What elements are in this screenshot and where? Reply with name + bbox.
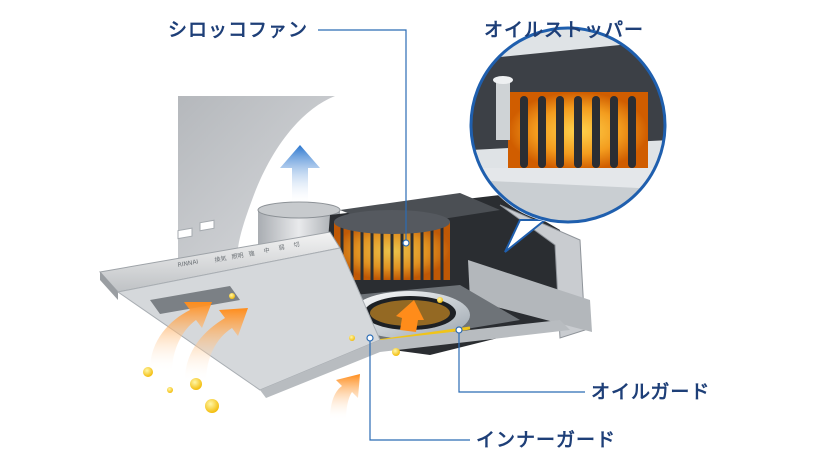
control-brand: RINNAI	[177, 258, 199, 269]
label-inner-guard: インナーガード	[476, 429, 617, 451]
wall-backdrop	[178, 96, 335, 262]
control-button-5: 弱	[278, 244, 285, 252]
leader-oil-guard	[458, 330, 585, 393]
intake-arrows	[150, 300, 424, 420]
intake-arrow-4	[396, 300, 424, 332]
sirocco-fan	[334, 210, 450, 284]
leader-inner-guard-dot	[366, 334, 374, 342]
zoom-pointer	[504, 219, 548, 253]
label-oil-stopper: オイルストッパー	[484, 19, 645, 41]
control-button-4: 中	[263, 246, 270, 255]
side-plate-lower	[468, 260, 592, 332]
label-oil-guard: オイルガード	[591, 381, 711, 403]
intake-arrow-3	[330, 374, 360, 420]
exhaust-arrow	[280, 145, 320, 205]
bottom-tray-rim	[260, 320, 570, 398]
control-buttons	[177, 219, 215, 240]
oil-stopper-zoom	[469, 26, 667, 253]
leader-inner-guard	[369, 338, 470, 441]
control-button-6: 切	[293, 241, 300, 249]
front-lip	[100, 272, 118, 300]
intake-arrow-2	[185, 308, 248, 382]
leader-lines	[318, 29, 585, 441]
leader-sirocco-fan-dot	[402, 239, 410, 247]
control-button-2: 照明	[231, 252, 244, 261]
label-sirocco-fan: シロッコファン	[168, 19, 309, 41]
leader-sirocco-fan	[318, 29, 407, 243]
control-button-3: 強	[248, 249, 255, 258]
grease-droplets	[143, 293, 443, 413]
leader-oil-guard-dot	[455, 326, 463, 334]
control-button-1: 換気	[214, 254, 227, 264]
intake-arrow-1	[150, 302, 212, 372]
control-button-labels: 換気 照明 強 中 弱 切	[214, 241, 300, 264]
tray-slot	[150, 286, 240, 314]
